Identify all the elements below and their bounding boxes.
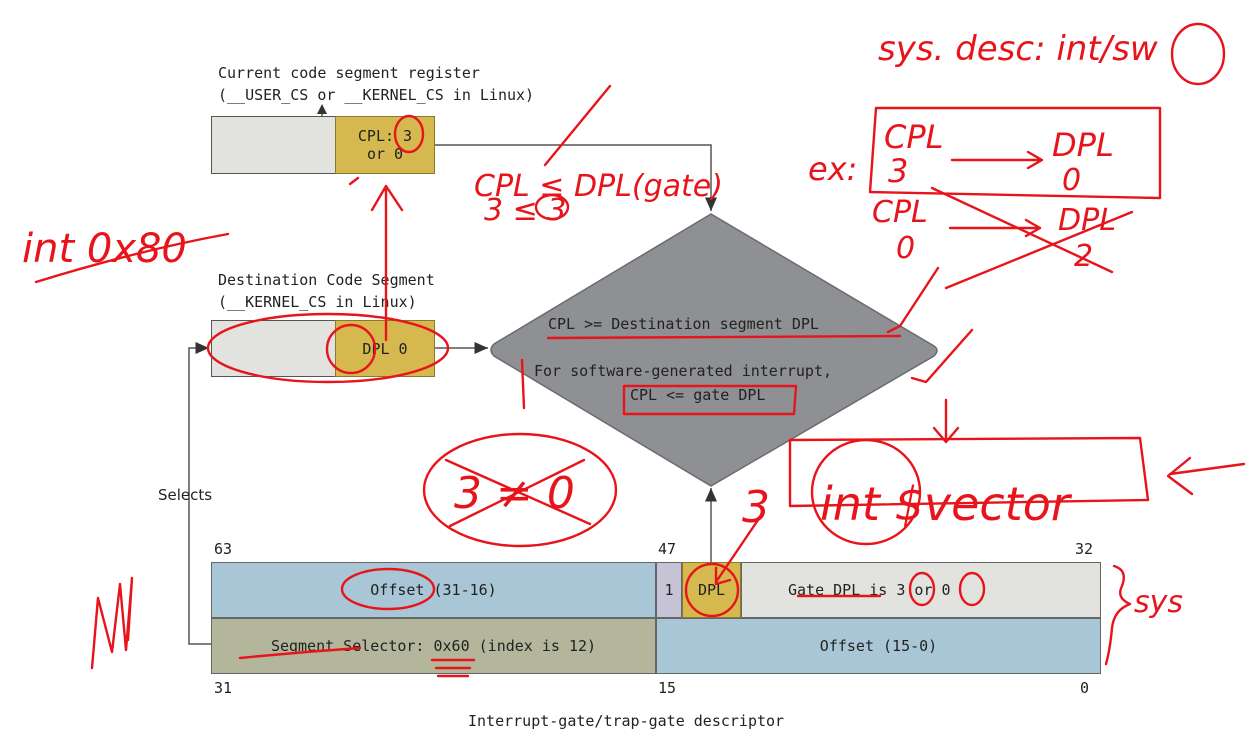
connector-selects (188, 342, 211, 645)
segment-selector-field: Segment Selector: 0x60 (index is 12) (211, 618, 656, 674)
offset-low-label: Offset (15-0) (819, 637, 938, 655)
current-cs-title-line1: Current code segment register (218, 64, 480, 82)
bit-32-label: 32 (1075, 540, 1094, 558)
segment-selector-label: Segment Selector: 0x60 (index is 12) (270, 637, 597, 655)
descriptor-caption: Interrupt-gate/trap-gate descriptor (468, 712, 785, 730)
bit-0-label: 0 (1080, 679, 1090, 697)
annot-ex2-dpl-val: 2 (1074, 239, 1093, 274)
present-bit-label: 1 (664, 581, 674, 599)
annot-dest-circle (206, 312, 450, 384)
check-line2: For software-generated interrupt, (534, 362, 833, 380)
present-bit-field: 1 (656, 562, 682, 618)
selects-label: Selects (158, 486, 213, 504)
annot-dpl-value: 3 (742, 482, 770, 533)
annot-sw-circle (1170, 22, 1226, 86)
annot-ex1-cpl: CPL (884, 118, 943, 156)
annot-ex1-cpl-val: 3 (888, 152, 908, 190)
check-line1: CPL >= Destination segment DPL (548, 315, 819, 333)
annot-int-vector-box (788, 436, 1150, 508)
gate-type-field: Gate DPL is 3 or 0 (741, 562, 1101, 618)
annot-ex2-dpl: DPL (1058, 203, 1116, 238)
annot-ex1-dpl-val: 0 (1062, 163, 1081, 198)
connector-cs-to-check (435, 144, 717, 211)
annot-int-vector: int $vector (820, 477, 1073, 531)
bit-63-label: 63 (214, 540, 233, 558)
annot-ex2-cpl-val: 0 (896, 231, 915, 266)
annot-top-right: sys. desc: int/sw (878, 29, 1158, 69)
offset-low-field: Offset (15-0) (656, 618, 1101, 674)
annot-sys: sys (1134, 585, 1183, 620)
bit-31-label: 31 (214, 679, 233, 697)
bit-15-label: 15 (658, 679, 677, 697)
current-cs-cpl-line1: CPL: 3 (357, 127, 413, 145)
annot-int-0x80: int 0x80 (22, 226, 187, 272)
current-cs-title: Current code segment register (__USER_CS… (218, 62, 534, 106)
check-diamond (490, 213, 938, 487)
annot-ex-prefix: ex: (808, 150, 857, 188)
dest-cs-title: Destination Code Segment (__KERNEL_CS in… (218, 269, 435, 313)
annot-ex1-dpl: DPL (1052, 126, 1114, 164)
annot-ne-circle (422, 432, 618, 548)
dpl-field-label: DPL (697, 581, 726, 599)
current-cs-title-line2: (__USER_CS or __KERNEL_CS in Linux) (218, 86, 535, 104)
current-cs-cpl-field: CPL: 3 or 0 (335, 116, 435, 174)
annot-cpl-dpl-gate: CPL ≤ DPL(gate) (474, 169, 723, 204)
bit-47-label: 47 (658, 540, 677, 558)
annot-brace (1104, 564, 1132, 666)
annot-cpl-dpl-gate-values: 3 ≤ 3 (484, 193, 566, 228)
annot-ex2-cpl: CPL (872, 195, 928, 230)
dest-cs-title-line1: Destination Code Segment (218, 271, 435, 289)
check-line3: CPL <= gate DPL (630, 386, 766, 404)
current-cs-cpl-line2: or 0 (366, 145, 404, 163)
dest-cs-title-line2: (__KERNEL_CS in Linux) (218, 293, 417, 311)
annot-scribble (90, 576, 134, 670)
annot-ex-box (868, 106, 1162, 200)
